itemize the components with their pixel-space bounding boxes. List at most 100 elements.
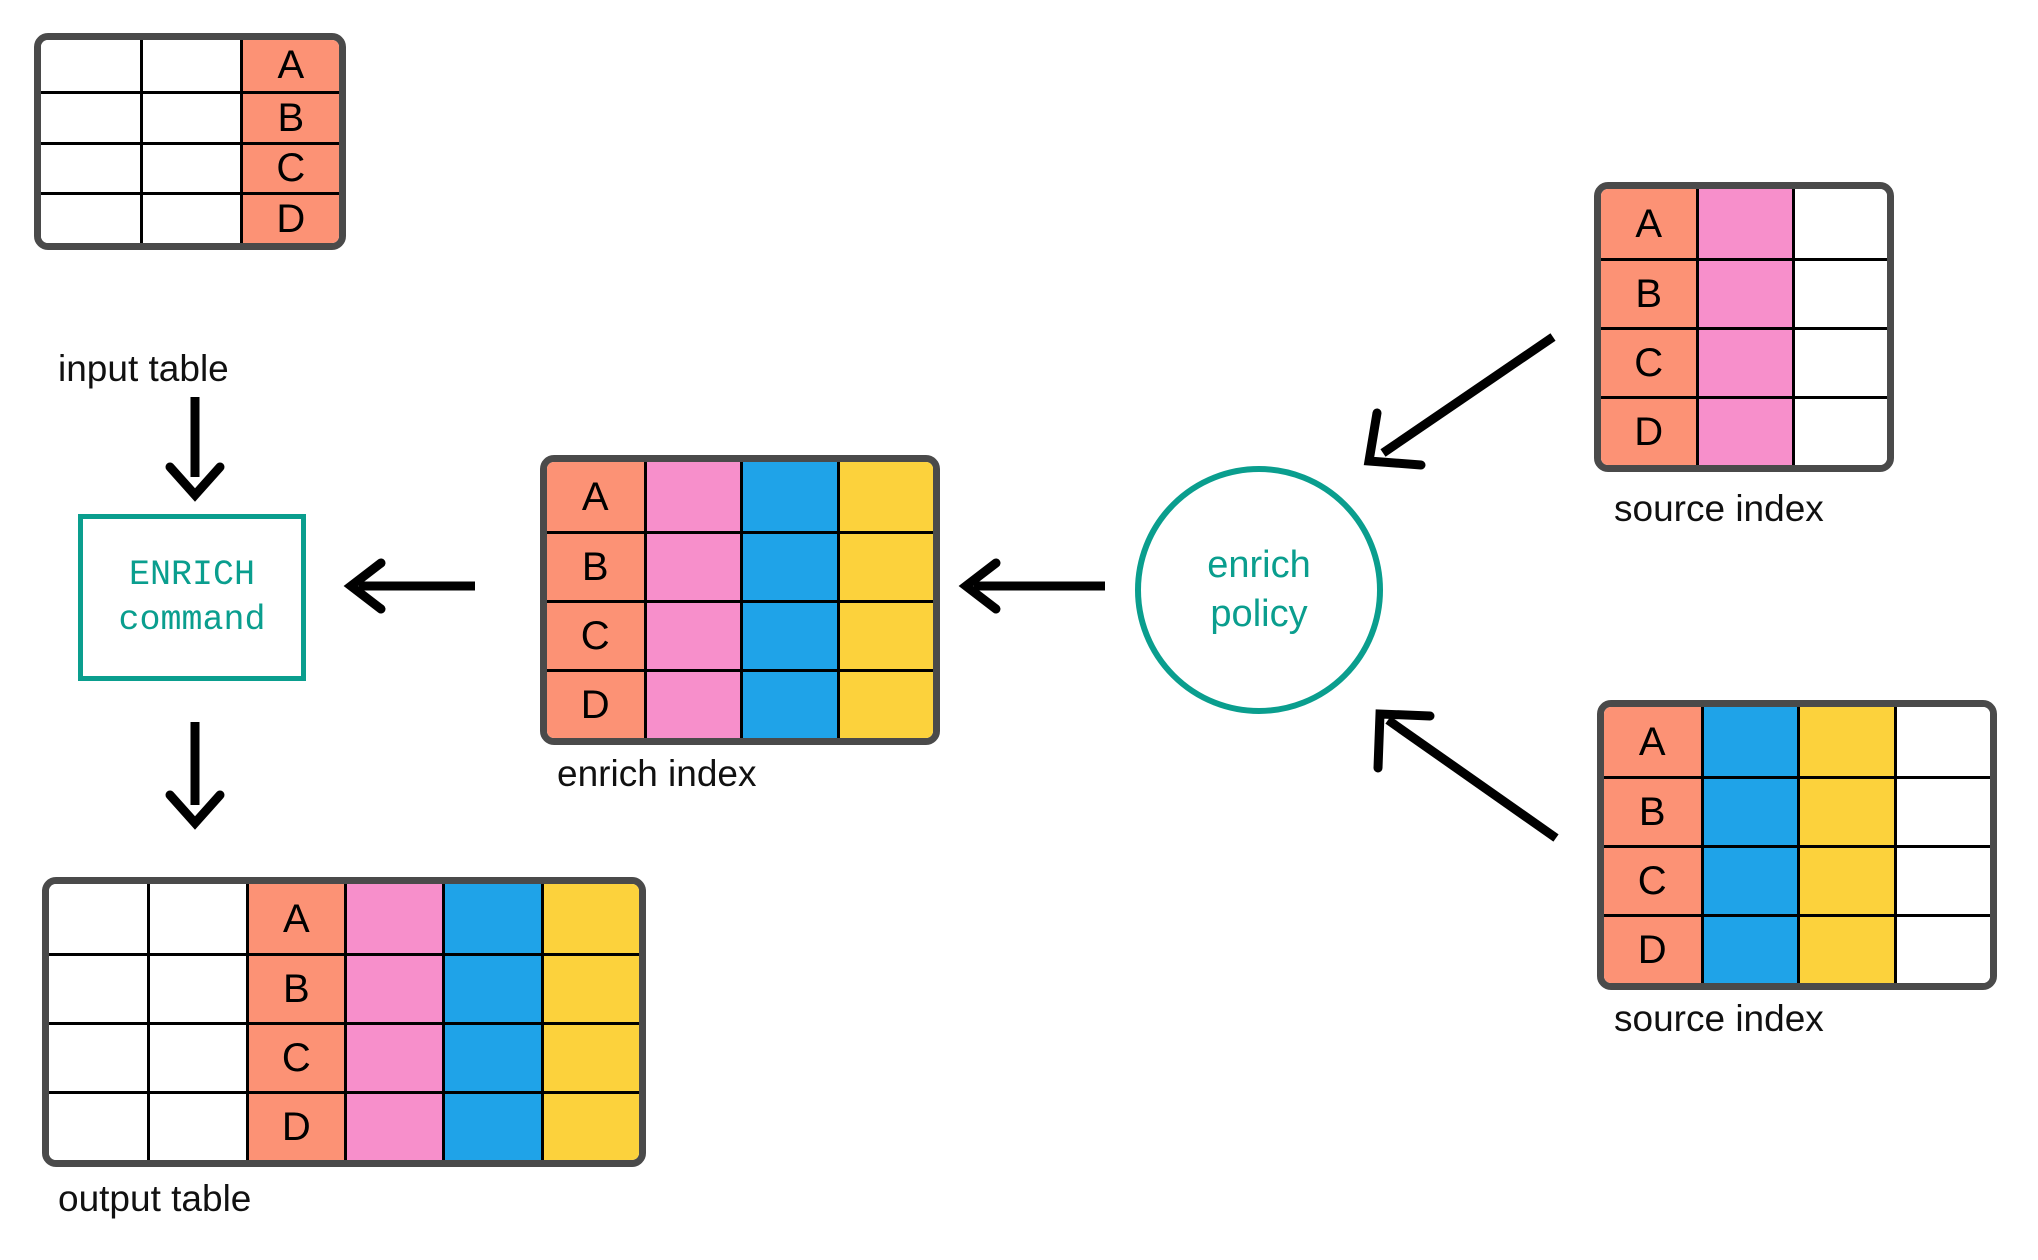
table-cell	[343, 1025, 443, 1091]
table-row: B	[1601, 258, 1887, 327]
table-cell	[740, 603, 837, 669]
table-cell	[41, 93, 141, 142]
arrow-input-to-command	[165, 397, 225, 502]
table-row: A	[1601, 189, 1887, 258]
table-cell	[643, 672, 740, 738]
table-cell	[1893, 779, 1990, 845]
table-cell	[343, 884, 443, 953]
table-cell	[1797, 917, 1894, 983]
table-row: D	[1604, 914, 1990, 983]
table-row: D	[547, 669, 933, 738]
table-row: D	[49, 1091, 639, 1160]
table-row: C	[1601, 327, 1887, 396]
table-cell-key: D	[1604, 917, 1701, 983]
table-cell	[836, 534, 933, 600]
enrich-policy-node[interactable]: enrich policy	[1135, 466, 1383, 714]
table-row: C	[547, 600, 933, 669]
table-cell-key: A	[1601, 189, 1697, 258]
table-cell	[1791, 330, 1887, 396]
table-cell	[49, 956, 148, 1022]
table-cell-key: D	[239, 195, 339, 243]
enrich-policy-line-2: policy	[1210, 593, 1308, 635]
table-cell-key: B	[547, 534, 644, 600]
input-table-caption: input table	[58, 348, 229, 389]
arrow-enrich-index-to-command	[343, 558, 475, 614]
table-cell	[140, 144, 240, 193]
output-table-caption: output table	[58, 1178, 252, 1219]
table-cell	[540, 956, 639, 1022]
arrow-command-to-output	[165, 722, 225, 830]
table-cell	[41, 144, 141, 193]
table-cell	[540, 1025, 639, 1091]
table-cell	[1696, 330, 1792, 396]
table-cell	[343, 956, 443, 1022]
table-cell-key: B	[1601, 261, 1697, 327]
table-cell	[442, 956, 541, 1022]
table-cell	[1791, 261, 1887, 327]
table-cell	[1700, 707, 1797, 776]
table-cell-key: A	[239, 40, 339, 91]
table-cell-key: A	[1604, 707, 1701, 776]
table-cell	[1797, 707, 1894, 776]
table-cell	[442, 1094, 541, 1160]
table-row: B	[49, 953, 639, 1022]
table-row: B	[41, 90, 339, 142]
table-cell	[643, 603, 740, 669]
table-row: A	[41, 40, 339, 91]
table-row: C	[1604, 845, 1990, 914]
table-cell	[1893, 707, 1990, 776]
table-cell	[1696, 261, 1792, 327]
table-cell	[643, 534, 740, 600]
table-cell-key: B	[1604, 779, 1701, 845]
table-cell	[1700, 917, 1797, 983]
table-cell	[836, 672, 933, 738]
enrich-command-line-1: ENRICH	[128, 554, 256, 595]
table-cell-key: C	[239, 144, 339, 193]
table-cell-key: D	[245, 1094, 344, 1160]
table-cell-key: B	[239, 93, 339, 142]
table-cell	[1797, 848, 1894, 914]
enrich-command-box[interactable]: ENRICH command	[78, 514, 306, 681]
table-cell	[836, 603, 933, 669]
table-row: B	[1604, 776, 1990, 845]
table-cell-key: A	[245, 884, 344, 953]
table-cell	[540, 1094, 639, 1160]
table-cell	[442, 1025, 541, 1091]
table-cell-key: D	[547, 672, 644, 738]
table-row: C	[49, 1022, 639, 1091]
table-cell	[1700, 779, 1797, 845]
table-row: A	[1604, 707, 1990, 776]
table-cell	[147, 884, 246, 953]
table-cell	[1791, 399, 1887, 465]
table-cell	[1893, 917, 1990, 983]
table-cell	[1700, 848, 1797, 914]
table-cell	[442, 884, 541, 953]
table-cell	[41, 195, 141, 243]
arrow-source-index-top-to-policy	[1363, 333, 1556, 470]
table-cell-key: C	[245, 1025, 344, 1091]
table-row: D	[41, 192, 339, 243]
table-cell	[1797, 779, 1894, 845]
table-cell	[1893, 848, 1990, 914]
enrich-index-caption: enrich index	[557, 753, 757, 794]
table-cell	[147, 956, 246, 1022]
table-cell	[147, 1094, 246, 1160]
table-cell	[1791, 189, 1887, 258]
source-index-top-caption: source index	[1614, 488, 1824, 529]
enrich-command-line-2: command	[118, 599, 266, 640]
table-cell	[836, 462, 933, 531]
table-cell-key: D	[1601, 399, 1697, 465]
table-cell	[49, 1025, 148, 1091]
table-cell	[41, 40, 141, 91]
table-cell	[49, 1094, 148, 1160]
table-cell	[740, 462, 837, 531]
source-index-bottom-caption: source index	[1614, 998, 1824, 1039]
table-cell	[540, 884, 639, 953]
table-cell	[343, 1094, 443, 1160]
table-cell	[140, 40, 240, 91]
table-row: D	[1601, 396, 1887, 465]
